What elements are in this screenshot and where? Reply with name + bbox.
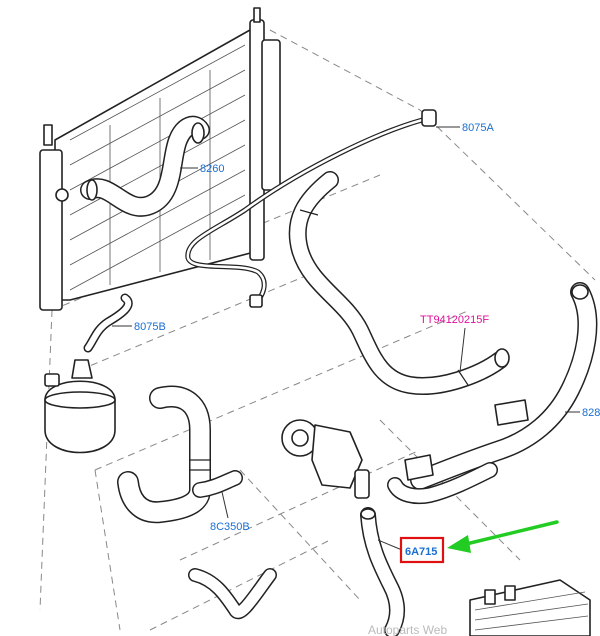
hose-828 — [387, 282, 598, 505]
hose-6a715 — [360, 507, 405, 636]
water-pump — [281, 419, 370, 499]
label-828: 828 — [582, 407, 600, 419]
hose-8c350b — [117, 385, 243, 524]
lower-left-hose — [188, 568, 277, 620]
hose-tt94120215f — [288, 171, 510, 395]
hose-8075b — [83, 293, 133, 353]
radiator — [39, 7, 281, 311]
hose-8260 — [80, 115, 210, 217]
part-highlight-box — [399, 536, 445, 564]
green-arrow-icon — [447, 520, 559, 553]
label-tt94120215f: TT94120215F — [420, 314, 489, 326]
pipe-8075a — [185, 109, 437, 308]
label-8075a: 8075A — [462, 122, 494, 134]
watermark: Autoparts Web — [368, 623, 447, 636]
leader-lines — [112, 126, 580, 551]
label-6a715: 6A715 — [405, 546, 437, 558]
label-8075b: 8075B — [134, 321, 166, 333]
oil-cooler — [469, 579, 591, 636]
label-8260: 8260 — [200, 163, 224, 175]
expansion-tank — [44, 359, 116, 454]
label-8c350b: 8C350B — [210, 521, 250, 533]
